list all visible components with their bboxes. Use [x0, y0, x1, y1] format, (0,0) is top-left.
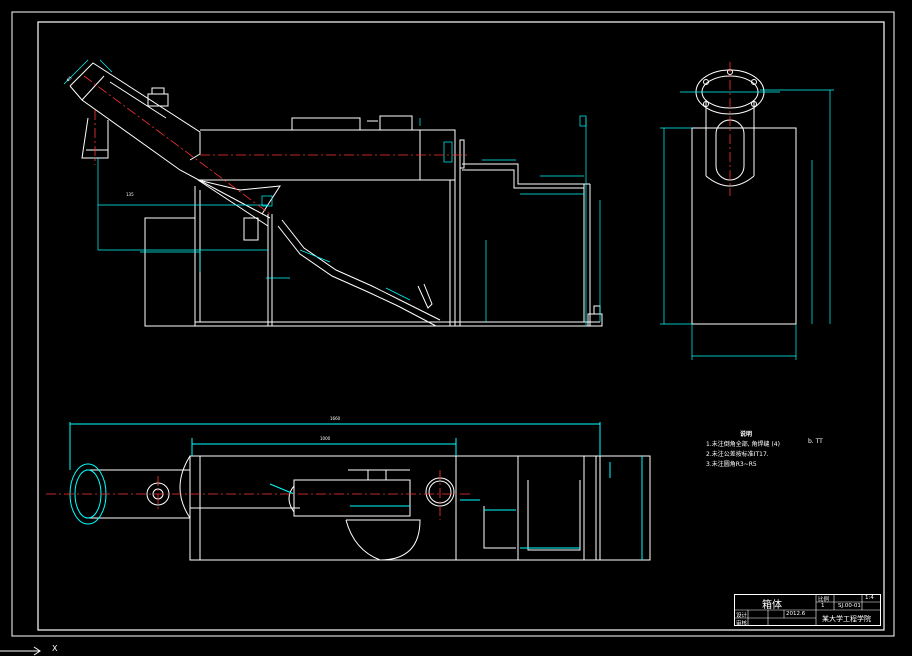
dim-text-2: 135: [126, 192, 134, 197]
school-name: 某大学工程学院: [822, 615, 871, 623]
side-view-dimensions: [660, 89, 834, 360]
front-view-dimensions: [63, 59, 601, 326]
reviewer-label: 审核: [736, 621, 748, 627]
front-view-dim-text: Φ5 135: [65, 75, 134, 197]
note-extra: b. TT: [808, 438, 823, 445]
date-value: 2012.6: [786, 611, 806, 617]
title-block-grid: [734, 594, 881, 626]
dim-text-1: Φ5: [65, 75, 73, 83]
inner-length-text: 1000: [320, 436, 331, 441]
drawing-number: SJ.00-01: [838, 603, 861, 609]
top-view-centerlines: [46, 470, 470, 520]
scale-label: 比例: [818, 597, 830, 603]
scale-value: 1:4: [865, 595, 874, 601]
front-view-centerlines: [83, 75, 470, 215]
part-name: 箱体: [762, 600, 782, 611]
side-view: [691, 69, 797, 325]
note-item-3: 3.未注圆角R3~R5: [706, 461, 757, 468]
note-item-1: 1.未注倒角全部, 角焊缝 (4): [706, 441, 780, 448]
top-view: [86, 455, 651, 561]
notes-title: 说明: [740, 431, 753, 438]
technical-notes: 说明 1.未注倒角全部, 角焊缝 (4) 2.未注公差按标准IT17. 3.未注…: [706, 430, 826, 470]
title-block: 箱体 比例 1:4 1 SJ.00-01 设计 2012.6 审核 某大学工程学…: [734, 594, 881, 627]
quantity-value: 1: [821, 603, 825, 609]
overall-length-text: 1660: [330, 416, 341, 421]
top-view-cyan-parts: [69, 422, 643, 560]
inner-frame: [37, 21, 885, 631]
designer-label: 设计: [736, 613, 748, 619]
outer-frame: [11, 11, 895, 637]
top-view-dim-text: 1660 1000: [320, 416, 341, 441]
ucs-x-label: X: [52, 644, 58, 653]
note-item-2: 2.未注公差按标准IT17.: [706, 451, 769, 458]
ucs-icon: [0, 646, 41, 656]
front-view: [69, 62, 603, 327]
